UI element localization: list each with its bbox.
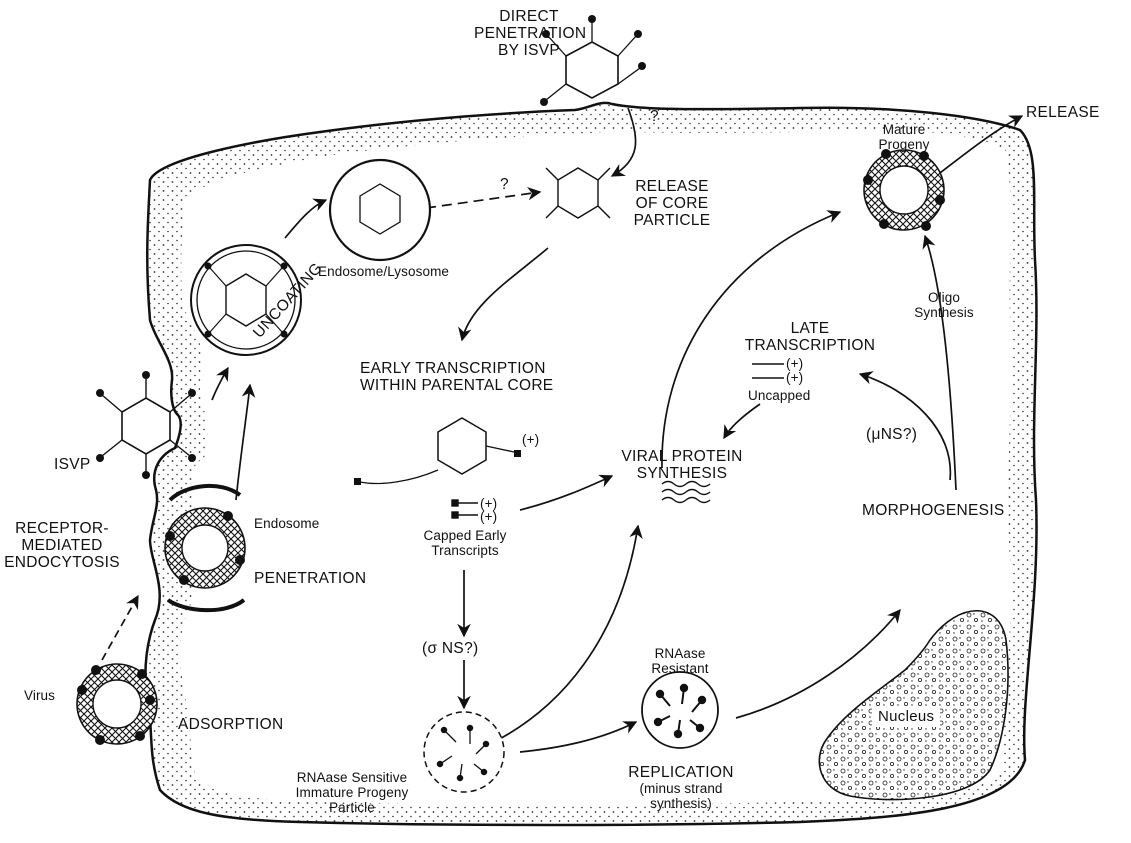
release-core-label: RELEASE OF CORE PARTICLE [622, 178, 722, 229]
rnaase-resistant-label: RNAase Resistant [642, 646, 718, 676]
endosome-label: Endosome [254, 516, 319, 531]
replication-particle [642, 672, 718, 748]
virus-label: Virus [24, 688, 55, 703]
oligo-synthesis-label: Oligo Synthesis [906, 290, 982, 320]
mature-progeny-label: Mature Progeny [868, 122, 940, 152]
question-mark-direct: ? [650, 108, 659, 125]
endosome-lysosome-vesicle [330, 160, 430, 260]
arrow-virus-to-endocytosis [102, 596, 138, 660]
receptor-mediated-label: RECEPTOR- MEDIATED ENDOCYTOSIS [4, 520, 120, 571]
endosome-lysosome-label: Endosome/Lysosome [318, 264, 449, 279]
question-mark-lysosome: ? [500, 176, 509, 193]
penetration-label: PENETRATION [254, 570, 366, 587]
virus-particle-adsorption [77, 664, 157, 745]
isvp-label: ISVP [54, 456, 91, 473]
early-transcription-label: EARLY TRANSCRIPTION WITHIN PARENTAL CORE [360, 360, 600, 394]
transcript-plus-2: (+) [480, 509, 497, 524]
early-plus-label: (+) [522, 432, 539, 447]
direct-penetration-label: DIRECT PENETRATION BY ISVP [474, 8, 584, 59]
adsorption-label: ADSORPTION [178, 716, 283, 733]
replication-label: REPLICATION (minus strand synthesis) [616, 764, 746, 811]
uncapped-label: Uncapped [748, 388, 810, 403]
release-label: RELEASE [1026, 104, 1100, 121]
late-transcription-label: LATE TRANSCRIPTION [740, 320, 880, 354]
immature-progeny-particle [424, 712, 504, 792]
viral-protein-synthesis-label: VIRAL PROTEIN SYNTHESIS [612, 448, 752, 482]
late-plus-2: (+) [786, 370, 803, 385]
morphogenesis-label: MORPHOGENESIS [862, 502, 1005, 519]
capped-early-label: Capped Early Transcripts [410, 528, 520, 558]
nucleus-label: Nucleus [872, 706, 940, 727]
mu-ns-label: (μNS?) [866, 426, 917, 443]
rnaase-sensitive-label: RNAase Sensitive Immature Progeny Partic… [282, 770, 422, 815]
late-plus-1: (+) [786, 356, 803, 371]
sigma-ns-label: (σ NS?) [422, 640, 478, 657]
mature-progeny-particle [863, 149, 945, 231]
